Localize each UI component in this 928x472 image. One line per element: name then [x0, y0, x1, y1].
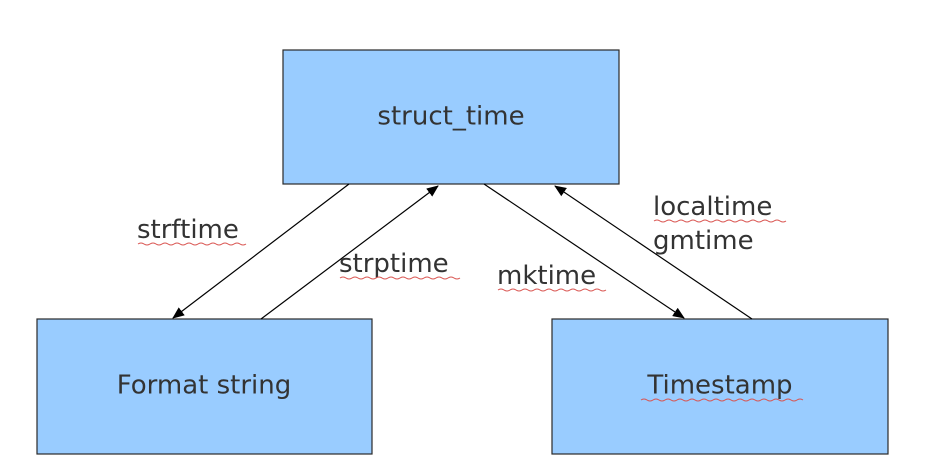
strptime-label: strptime [339, 249, 449, 279]
strptime-spellcheck-underline [339, 276, 461, 280]
mktime-spellcheck-underline [497, 288, 607, 292]
gmtime-label: gmtime [653, 226, 754, 256]
localtime-label: localtime [653, 192, 772, 222]
struct-time-label: struct_time [377, 102, 524, 132]
timestamp-spellcheck-underline [640, 398, 804, 402]
format-string-label: Format string [117, 371, 292, 401]
strftime-label: strftime [137, 215, 239, 245]
timestamp-node: Timestamp [551, 318, 889, 455]
localtime-spellcheck-underline [653, 219, 787, 223]
strftime-arrow [172, 183, 350, 319]
format-string-node: Format string [36, 318, 373, 455]
strptime-arrow [260, 185, 439, 320]
localtime-gmtime-arrow [554, 185, 753, 320]
mktime-label: mktime [497, 261, 596, 291]
timestamp-label: Timestamp [646, 371, 792, 401]
mktime-arrow [483, 183, 685, 319]
struct-time-node: struct_time [282, 49, 620, 185]
strftime-spellcheck-underline [137, 242, 247, 246]
